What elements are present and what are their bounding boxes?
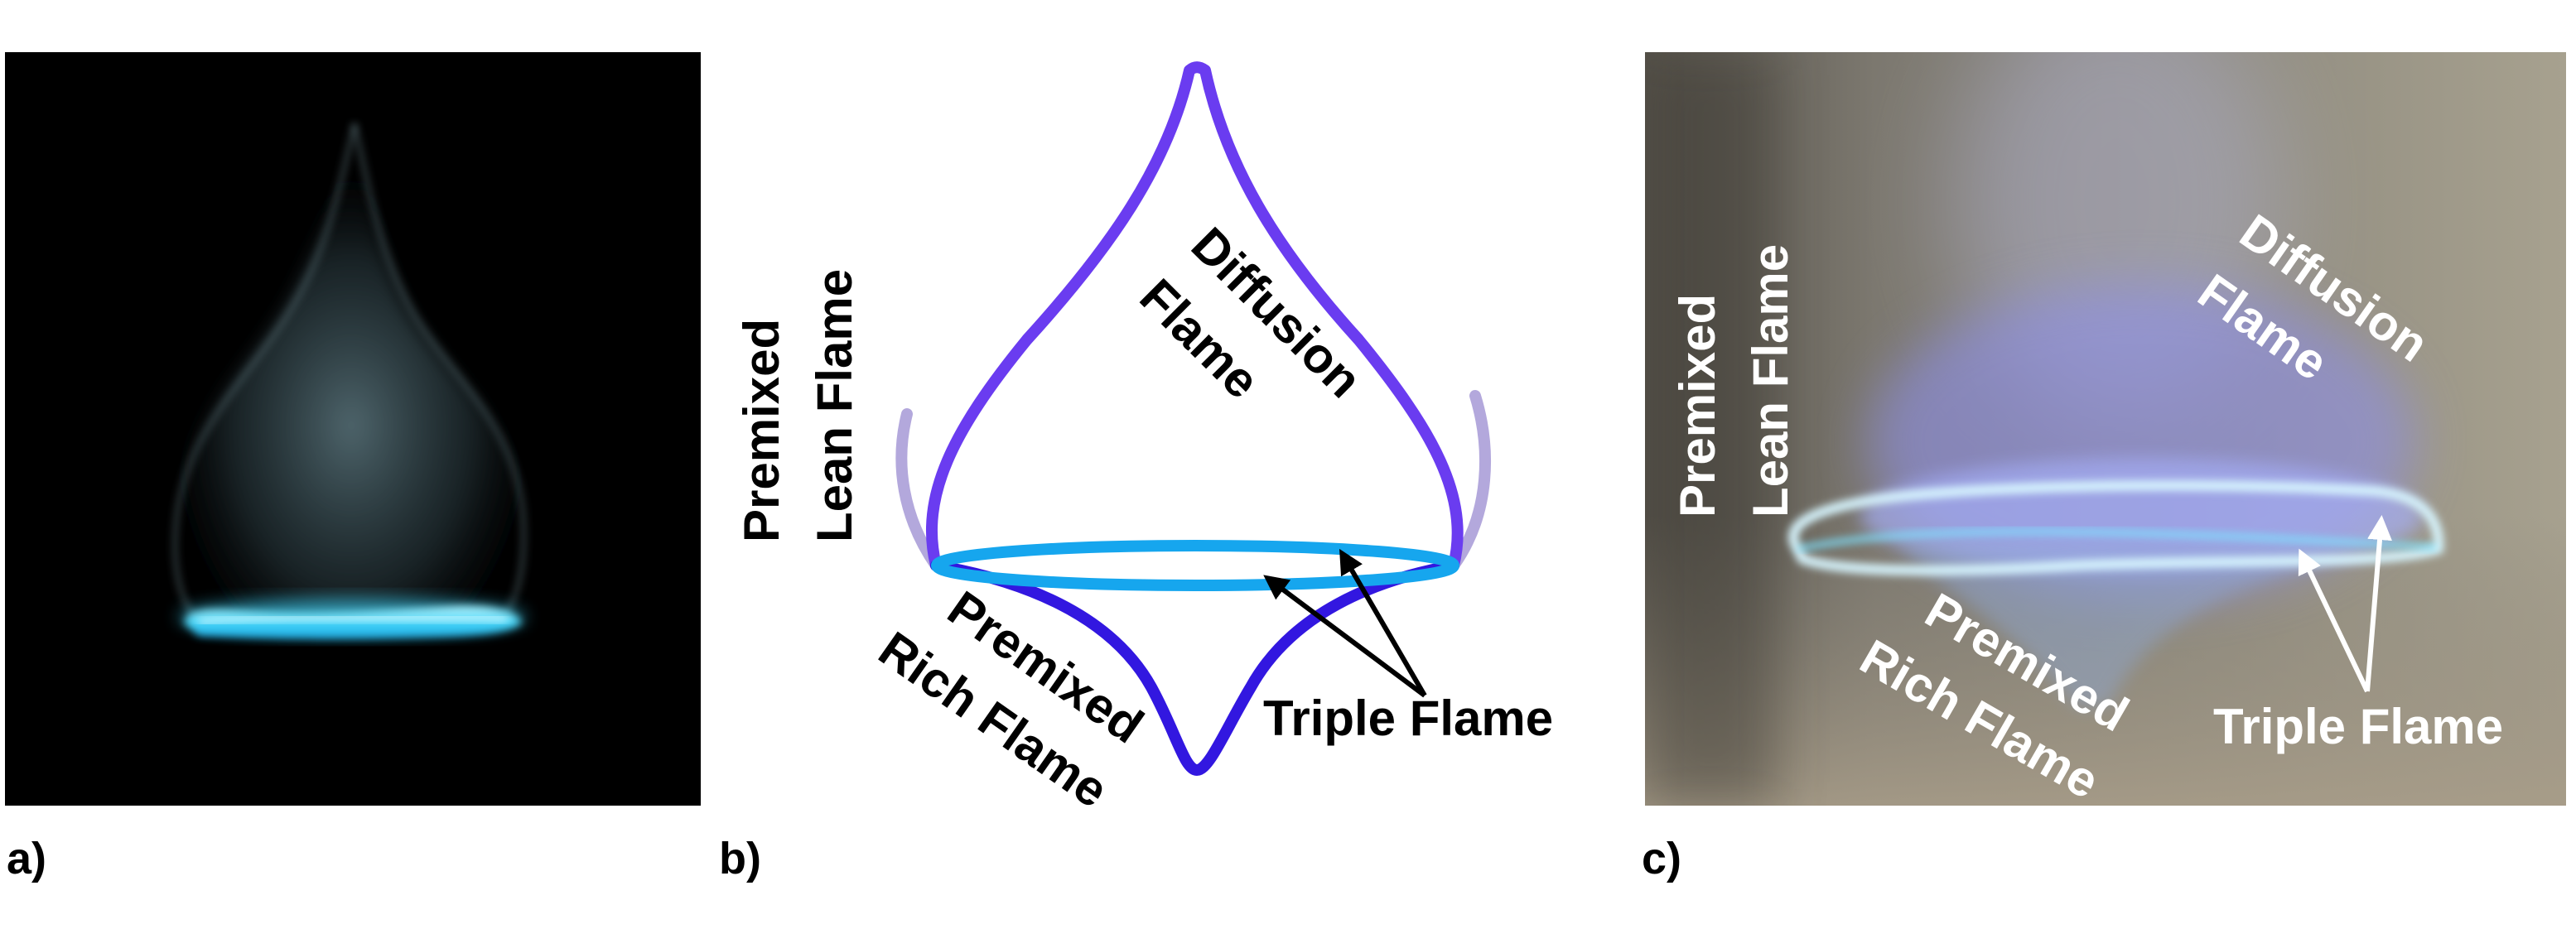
premixed-rich-flame-curve: [930, 560, 1459, 776]
triple-flame-arrow-left: [1263, 575, 1426, 698]
panel-b-label: b): [719, 834, 761, 883]
panel-a-flame-outline: [173, 123, 356, 624]
diffusion-flame-curve: [925, 61, 1464, 571]
panel-c-triple-flame-label: Triple Flame: [2213, 699, 2503, 754]
panel-b-triple-flame-label: Triple Flame: [1263, 691, 1553, 746]
premixed-lean-flame-left: [895, 408, 942, 571]
panel-a-flame-outline-right: [353, 123, 526, 623]
panel-c-triple-ring: [1788, 480, 2444, 575]
panel-a: a): [5, 52, 701, 883]
panel-c: Premixed Lean Flame Diffusion Flame Prem…: [1642, 52, 2566, 883]
panel-a-label: a): [7, 834, 46, 883]
panel-c-rich-cone: [1893, 541, 2374, 706]
panel-a-base-ring: [184, 606, 522, 638]
panel-a-base-ring-core: [198, 615, 508, 625]
panel-c-triple-arrow-right: [2365, 515, 2392, 692]
premixed-lean-flame-right: [1448, 390, 1492, 571]
panel-b-diffusion-label: Diffusion Flame: [1130, 217, 1382, 469]
panel-a-flame-envelope: [169, 120, 533, 629]
panel-b-premixed-lean-label: Premixed Lean Flame: [734, 269, 862, 542]
panel-b: Premixed Lean Flame Diffusion Flame Prem…: [719, 61, 1553, 883]
panel-b-premixed-rich-label: Premixed Rich Flame: [869, 561, 1165, 821]
panel-c-label: c): [1642, 834, 1681, 883]
triple-flame-arrow-right: [1339, 548, 1427, 697]
panel-c-triple-arrow-left: [2298, 548, 2370, 693]
panel-c-premixed-lean-label: Premixed Lean Flame: [1670, 244, 1798, 517]
triple-flame-ring: [931, 540, 1459, 591]
